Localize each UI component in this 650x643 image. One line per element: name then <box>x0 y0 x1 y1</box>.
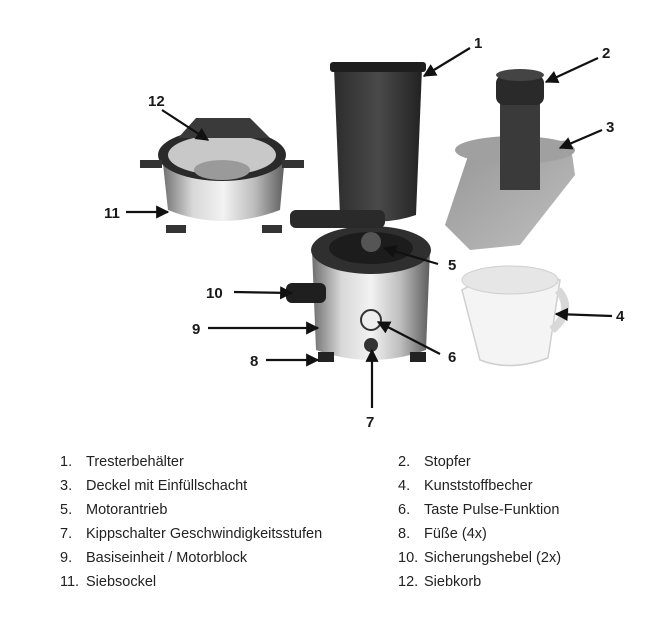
callout-10: 10 <box>206 285 223 302</box>
callout-leaders <box>126 47 613 408</box>
callout-6: 6 <box>448 349 456 366</box>
legend-label: Basiseinheit / Motorblock <box>86 550 248 566</box>
legend-label: Sicherungshebel (2x) <box>424 550 562 566</box>
pulp-container <box>330 62 426 222</box>
legend-label: Tresterbehälter <box>86 454 184 470</box>
legend-label: Siebkorb <box>424 574 482 590</box>
callout-8: 8 <box>250 353 258 370</box>
legend-label: Motorantrieb <box>86 502 168 518</box>
legend-number: 8. <box>398 526 411 542</box>
legend-label: Kippschalter Geschwindigkeitsstufen <box>86 526 323 542</box>
strainer-assembly <box>140 118 304 233</box>
legend-number: 3. <box>60 478 73 494</box>
legend-item: 11. Siebsockel <box>60 574 156 590</box>
legend-item: 4. Kunststoffbecher <box>398 478 533 494</box>
legend-item: 2. Stopfer <box>398 454 471 470</box>
legend-number: 7. <box>60 526 73 542</box>
legend-number: 9. <box>60 550 73 566</box>
callout-1: 1 <box>474 35 482 52</box>
legend-label: Stopfer <box>424 454 471 470</box>
parts-legend: 1. Tresterbehälter 2. Stopfer 3. Deckel mit… <box>0 450 650 600</box>
legend-label: Taste Pulse-Funktion <box>424 502 560 518</box>
legend-label: Füße (4x) <box>424 526 487 542</box>
legend-item: 8. Füße (4x) <box>398 526 487 542</box>
callout-5: 5 <box>448 257 456 274</box>
legend-item: 6. Taste Pulse-Funktion <box>398 502 559 518</box>
exploded-view-diagram: 1 2 3 4 5 6 7 8 9 10 11 12 <box>104 35 625 431</box>
legend-number: 5. <box>60 502 73 518</box>
plastic-cup <box>461 265 570 367</box>
callout-9: 9 <box>192 321 200 338</box>
legend-item: 12. Siebkorb <box>398 574 481 590</box>
legend-item: 1. Tresterbehälter <box>60 454 184 470</box>
legend-number: 1. <box>60 454 73 470</box>
legend-number: 12. <box>398 574 419 590</box>
legend-item: 5. Motorantrieb <box>60 502 167 518</box>
legend-number: 4. <box>398 478 411 494</box>
callout-4: 4 <box>616 308 625 325</box>
callout-3: 3 <box>606 119 614 136</box>
legend-number: 11. <box>60 574 80 590</box>
callout-12: 12 <box>148 93 165 110</box>
legend-number: 10. <box>398 550 419 566</box>
callout-11: 11 <box>104 205 120 222</box>
legend-number: 6. <box>398 502 411 518</box>
legend-item: 10. Sicherungshebel (2x) <box>398 550 561 566</box>
callout-7: 7 <box>366 414 374 431</box>
lid-with-pusher <box>445 69 575 250</box>
legend-item: 3. Deckel mit Einfüllschacht <box>60 478 247 494</box>
legend-item: 7. Kippschalter Geschwindigkeitsstufen <box>60 526 322 542</box>
legend-label: Siebsockel <box>86 574 157 590</box>
callout-2: 2 <box>602 45 610 62</box>
legend-label: Kunststoffbecher <box>424 478 533 494</box>
legend-label: Deckel mit Einfüllschacht <box>86 478 248 494</box>
legend-item: 9. Basiseinheit / Motorblock <box>60 550 247 566</box>
legend-number: 2. <box>398 454 411 470</box>
